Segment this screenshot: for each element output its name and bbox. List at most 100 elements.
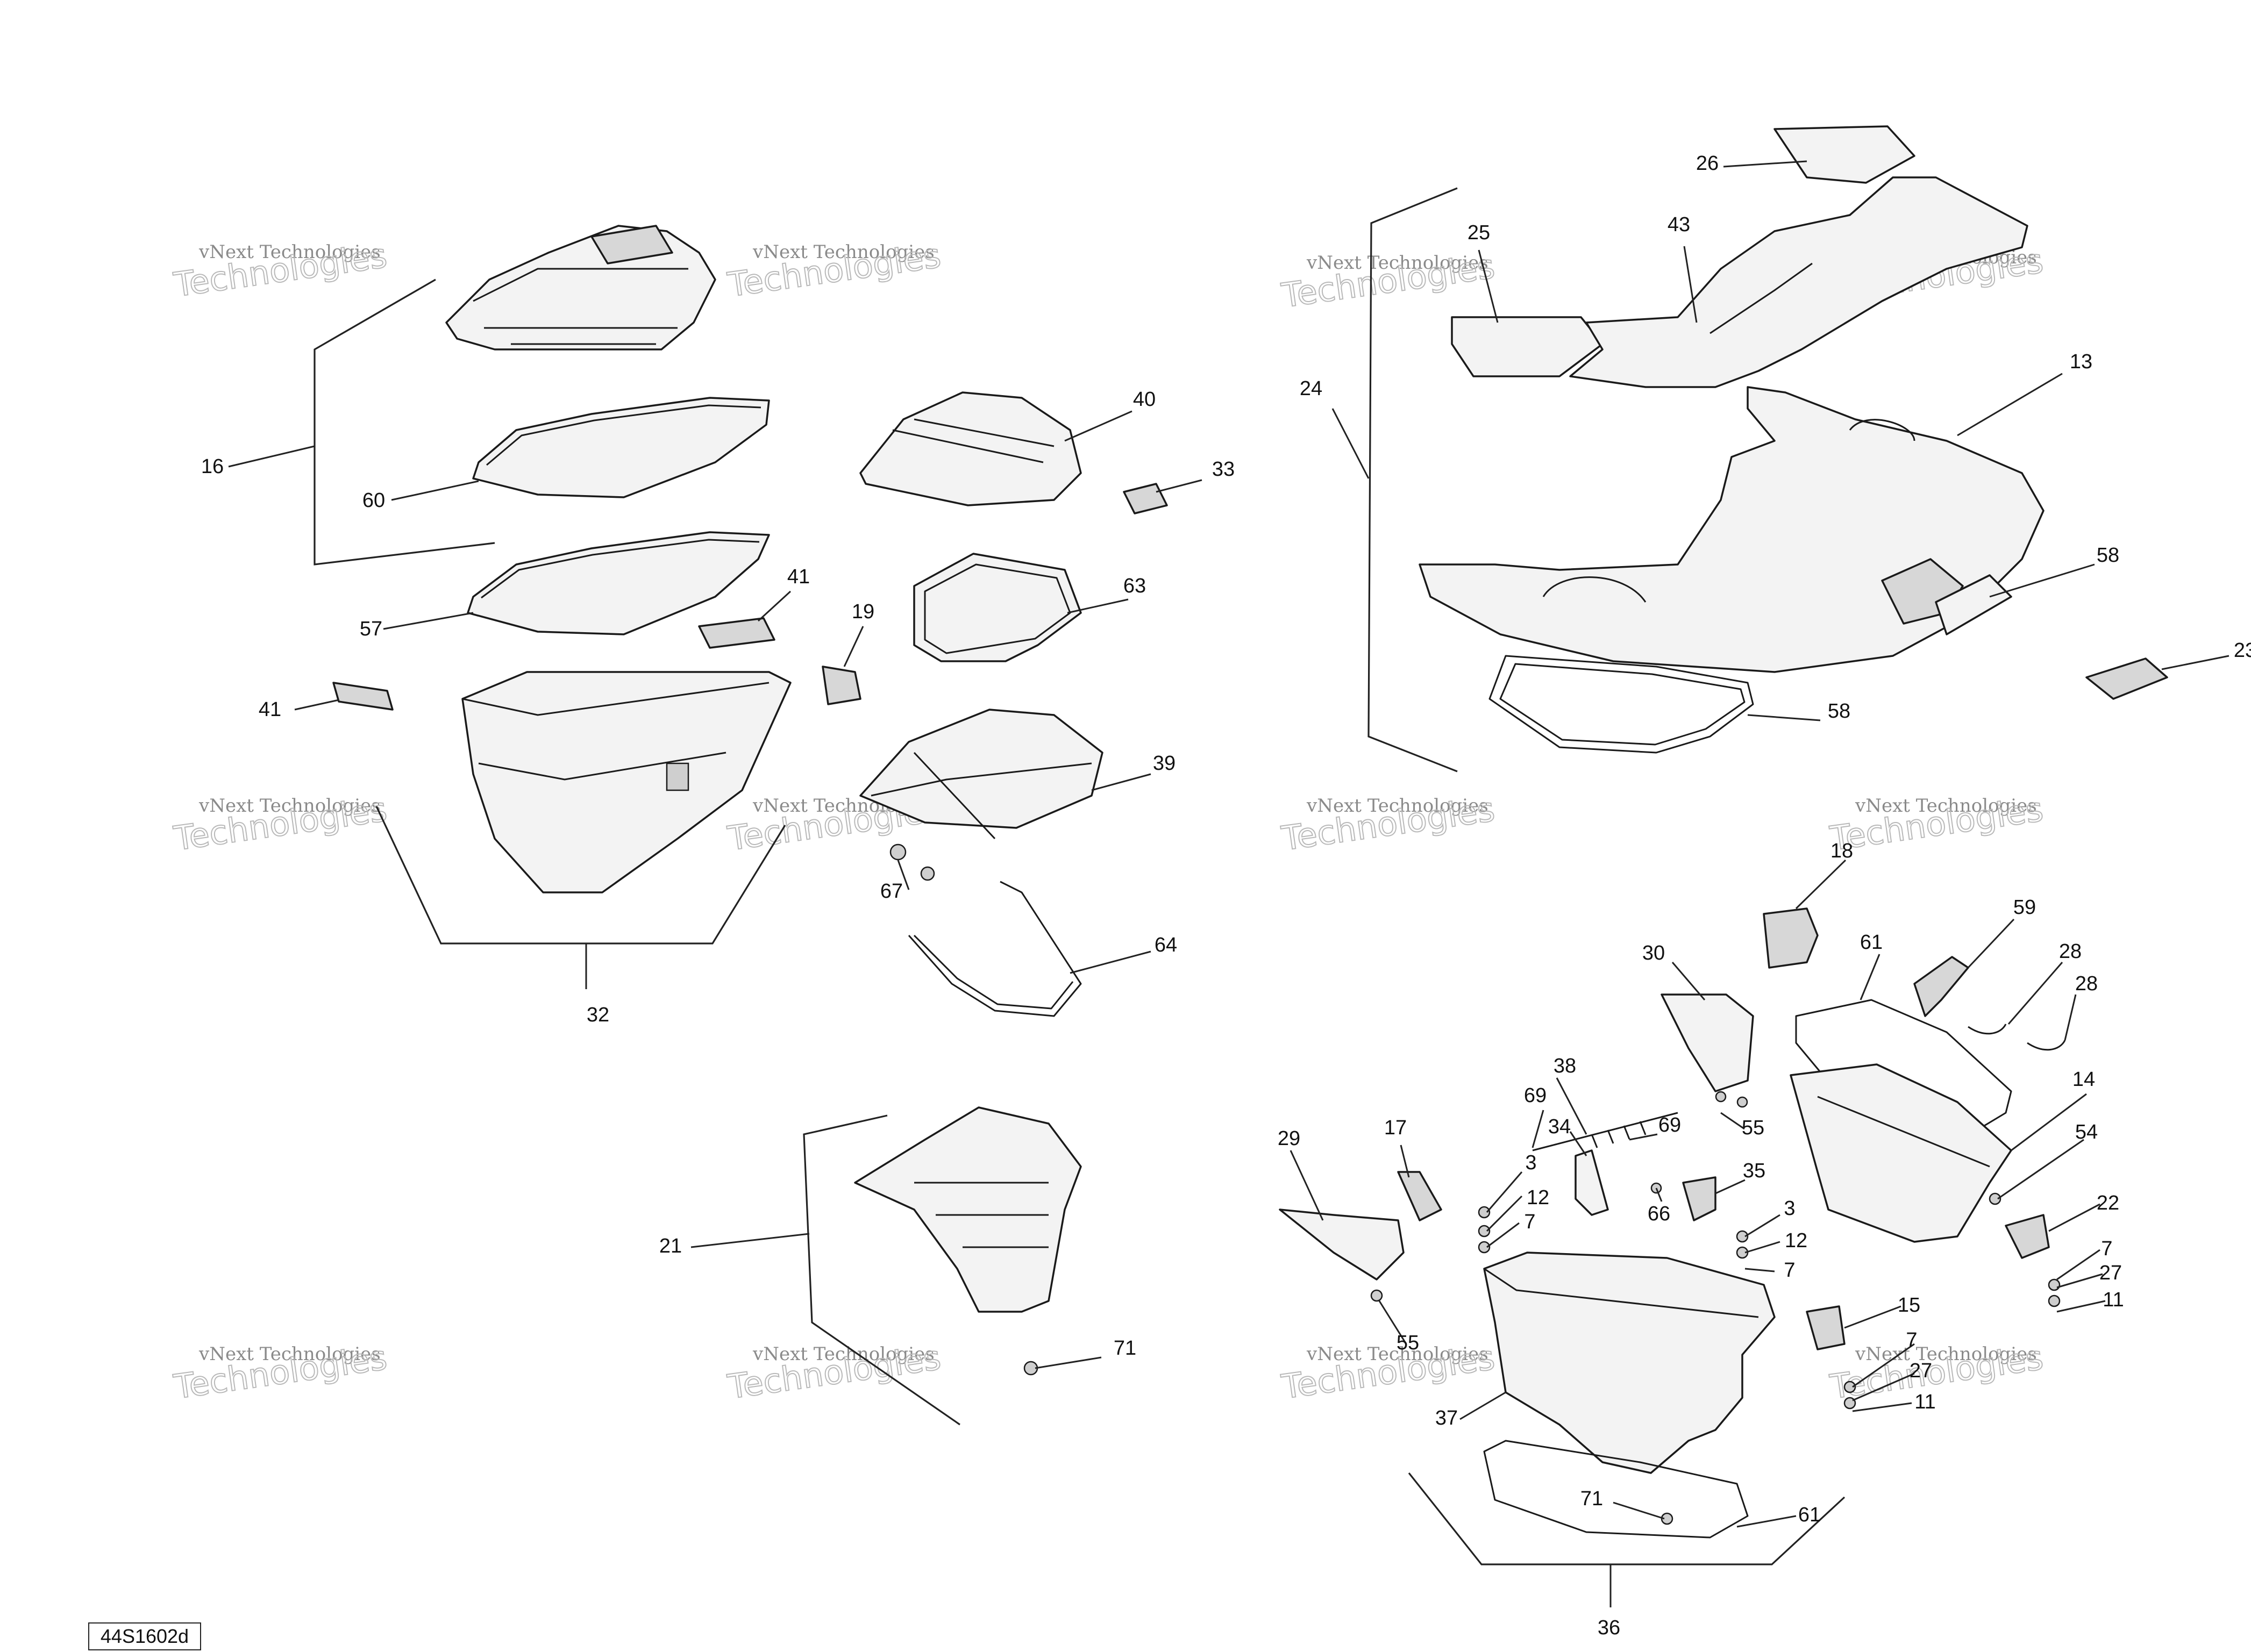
part-61-seal-lower <box>1483 1440 1749 1539</box>
part-number-label: 57 <box>360 618 382 640</box>
part-number-label: 55 <box>1397 1332 1419 1354</box>
part-41-clip-upper <box>698 617 775 649</box>
part-37-bin <box>1483 1251 1776 1474</box>
part-16-lid <box>445 225 716 351</box>
part-number-label: 37 <box>1435 1407 1458 1429</box>
part-19-latch <box>822 666 861 705</box>
part-25-mat <box>1451 316 1604 377</box>
part-number-label: 38 <box>1554 1055 1576 1077</box>
part-number-label: 59 <box>2013 896 2036 919</box>
part-number-label: 58 <box>1828 700 1850 723</box>
part-35-bracket <box>1682 1176 1716 1221</box>
part-29-bracket <box>1279 1208 1405 1281</box>
part-60-seal <box>472 397 770 498</box>
part-number-label: 60 <box>362 489 385 512</box>
part-number-label: 24 <box>1300 377 1322 400</box>
part-number-label: 13 <box>2070 351 2092 373</box>
part-number-label: 69 <box>1524 1084 1547 1107</box>
part-number-label: 34 <box>1548 1115 1571 1138</box>
part-number-label: 12 <box>1527 1186 1549 1209</box>
part-number-label: 63 <box>1123 575 1146 597</box>
watermark-line1: vNext Technologies <box>1855 1343 2037 1365</box>
part-number-label: 27 <box>1910 1360 1932 1382</box>
part-28-clips <box>1968 1024 2066 1051</box>
part-number-label: 3 <box>1784 1197 1795 1220</box>
part-number-label: 40 <box>1133 388 1156 411</box>
part-63-frame <box>913 553 1082 662</box>
part-58-seal <box>1488 655 1754 754</box>
part-number-label: 36 <box>1598 1617 1620 1639</box>
watermark-line1: vNext Technologies <box>198 1343 381 1365</box>
part-number-label: 15 <box>1898 1294 1920 1317</box>
part-number-label: 69 <box>1658 1114 1681 1136</box>
part-number-label: 32 <box>587 1004 609 1026</box>
leader-lines <box>228 160 2229 1607</box>
part-number-label: 28 <box>2059 940 2082 963</box>
part-67-fastener <box>889 843 935 881</box>
drawing-reference-code: 44S1602d <box>88 1622 201 1650</box>
part-43-mat <box>1569 176 2028 388</box>
part-33-tab <box>1123 483 1168 514</box>
part-number-label: 27 <box>2099 1262 2122 1284</box>
watermark-line1: vNext Technologies <box>1306 252 1488 274</box>
watermark-line1: vNext Technologies <box>1855 795 2037 817</box>
part-number-label: 66 <box>1648 1203 1670 1225</box>
part-number-label: 61 <box>1798 1504 1821 1526</box>
part-14-bin <box>1790 1063 2012 1243</box>
part-number-label: 16 <box>201 455 224 478</box>
part-61-seal-upper <box>1795 999 2012 1130</box>
part-number-label: 21 <box>659 1235 682 1257</box>
part-13-deck <box>1419 386 2045 673</box>
part-64-strap <box>908 881 1082 1017</box>
part-58-panel <box>1881 558 2012 635</box>
part-number-label: 41 <box>787 566 810 588</box>
watermark-line1: vNext Technologies <box>198 795 381 817</box>
part-59-handle <box>1913 956 1969 1017</box>
part-number-label: 23 <box>2234 639 2251 662</box>
part-number-label: 33 <box>1212 458 1235 481</box>
part-number-label: 28 <box>2075 972 2098 995</box>
part-number-label: 67 <box>880 880 903 903</box>
part-number-label: 25 <box>1468 221 1490 244</box>
part-number-label: 14 <box>2072 1068 2095 1091</box>
part-number-label: 41 <box>259 698 281 721</box>
part-number-label: 54 <box>2075 1121 2098 1143</box>
part-17-bracket <box>1397 1171 1442 1221</box>
watermark-line1: vNext Technologies <box>752 241 935 263</box>
part-number-label: 71 <box>1114 1337 1136 1360</box>
part-number-label: 3 <box>1525 1152 1536 1174</box>
part-number-label: 58 <box>2097 544 2119 567</box>
part-number-label: 7 <box>2101 1238 2112 1260</box>
part-40-cover <box>859 391 1082 506</box>
part-number-label: 26 <box>1696 152 1719 175</box>
part-number-label: 71 <box>1580 1487 1603 1510</box>
part-number-label: 18 <box>1830 840 1853 862</box>
part-number-label: 39 <box>1153 752 1176 775</box>
watermark-line1: vNext Technologies <box>198 241 381 263</box>
part-number-label: 12 <box>1785 1229 1807 1252</box>
part-number-label: 7 <box>1906 1329 1917 1351</box>
part-39-bracket <box>859 709 1103 840</box>
part-57-seal <box>467 531 770 635</box>
part-38-spring <box>1532 1112 1678 1152</box>
part-number-label: 11 <box>1914 1391 1935 1413</box>
watermark-line1: vNext Technologies <box>1306 795 1488 817</box>
part-number-label: 19 <box>852 600 874 623</box>
watermark-line1: vNext Technologies <box>752 1343 935 1365</box>
part-number-label: 61 <box>1860 931 1883 954</box>
part-number-label: 64 <box>1155 934 1177 956</box>
part-34-bracket <box>1575 1149 1609 1216</box>
part-30-cover <box>1661 993 1754 1092</box>
part-26-mat <box>1773 125 1915 184</box>
